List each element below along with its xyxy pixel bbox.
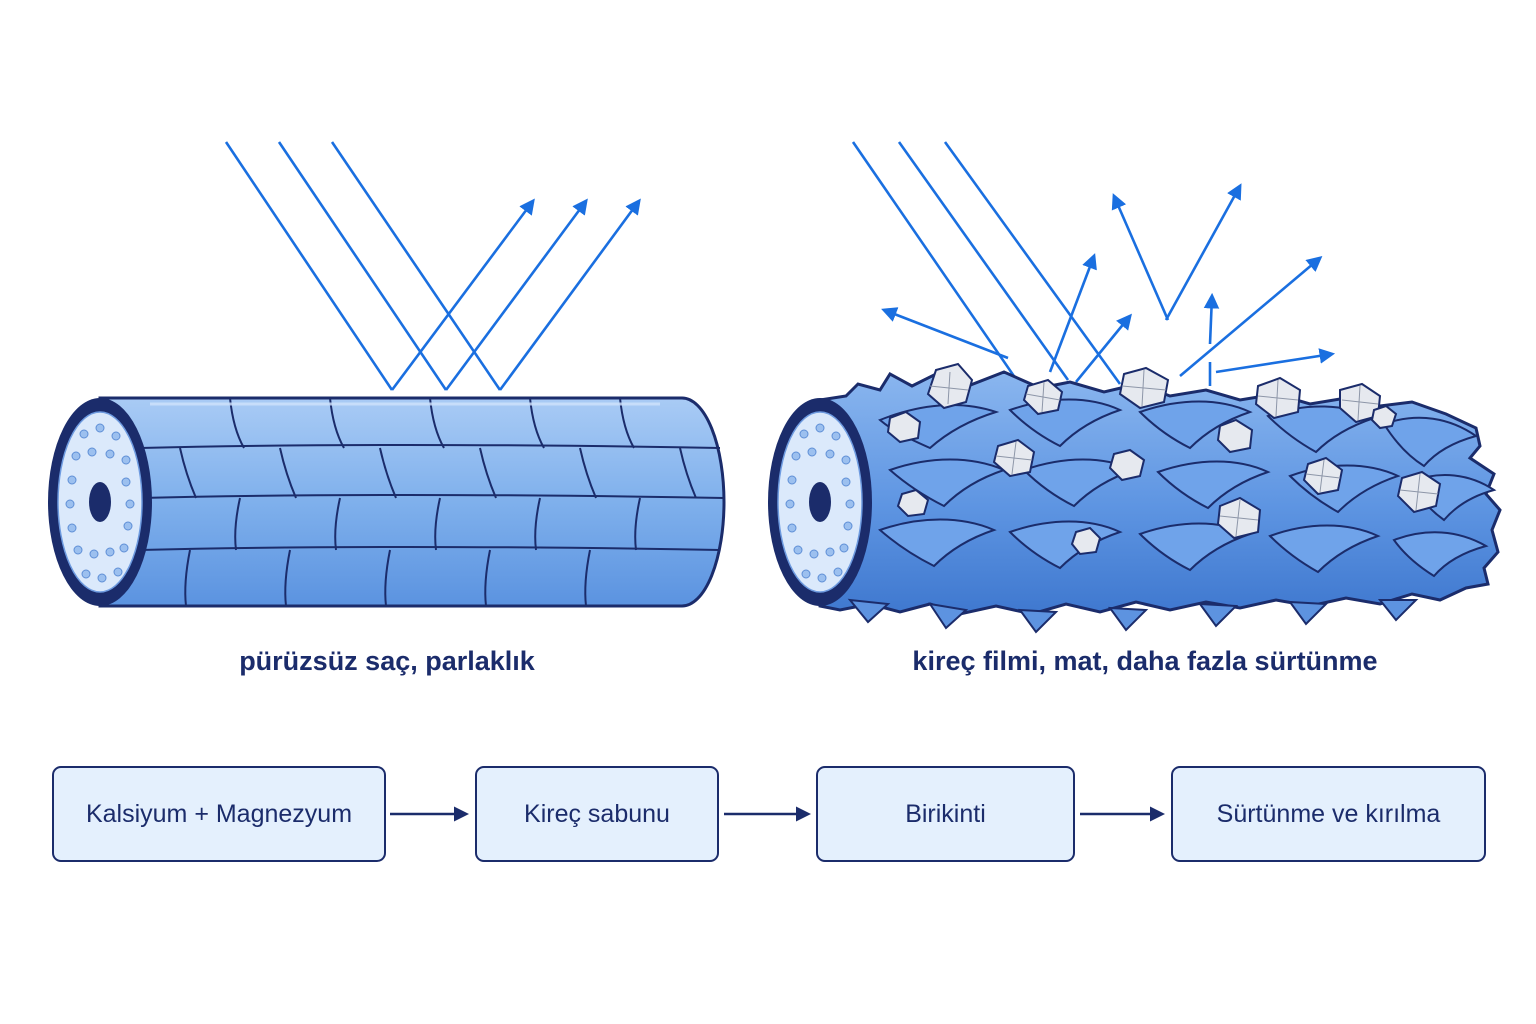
incoming-light-rays [851,141,1122,385]
lime-crystal [896,488,930,518]
rough-hair-caption: kireç filmi, mat, daha fazla sürtünme [912,646,1378,676]
scattered-ray-arrow [1179,255,1323,377]
incoming-light-rays [224,141,502,391]
flow-step-friction-breakage: Sürtünme ve kırılma [1171,766,1486,862]
ragged-edge-flakes [847,598,1419,634]
lime-crystal [1370,404,1398,430]
incoming-ray [224,141,394,391]
incoming-ray [851,141,1020,383]
reflected-ray-arrow [498,198,641,391]
incoming-ray [943,141,1122,385]
scattered-ray-arrow [1215,348,1336,374]
reflected-ray-arrow [390,198,535,391]
lime-crystal [1070,526,1102,556]
scattered-ray-arrow [1203,292,1220,345]
rough-hair-shaft [768,362,1502,634]
lime-crystal [886,410,922,444]
incoming-ray [897,141,1070,381]
flow-step-buildup: Birikinti [816,766,1075,862]
incoming-ray [277,141,448,391]
medulla-core [89,482,111,522]
crystal-facets [929,369,1439,537]
medulla-core [809,482,831,522]
reflected-ray-arrow [444,198,588,391]
scattered-ray-arrow [1074,313,1132,383]
cortex-dots [65,423,135,583]
scattered-ray-arrow [1111,193,1170,321]
lime-crystal [1216,418,1254,454]
scattered-light-rays [881,183,1336,386]
lime-crystal [926,362,974,410]
scattered-ray-arrow [881,307,1009,360]
smooth-hair-caption: pürüzsüz saç, parlaklık [239,646,535,676]
flow-step-calcium-magnesium: Kalsiyum + Magnezyum [52,766,386,862]
cortex-dots [785,423,855,583]
lime-crystal [1108,448,1146,482]
hair-shaft-body [98,396,726,608]
incoming-ray [330,141,502,391]
rough-hair-panel [768,141,1502,634]
smooth-hair-panel [48,141,726,608]
scattered-ray-arrow [1164,183,1242,321]
scattered-ray-arrow [1048,253,1097,373]
smooth-hair-shaft [48,396,726,608]
reflected-light-rays [390,198,641,391]
flow-step-lime-soap: Kireç sabunu [475,766,719,862]
